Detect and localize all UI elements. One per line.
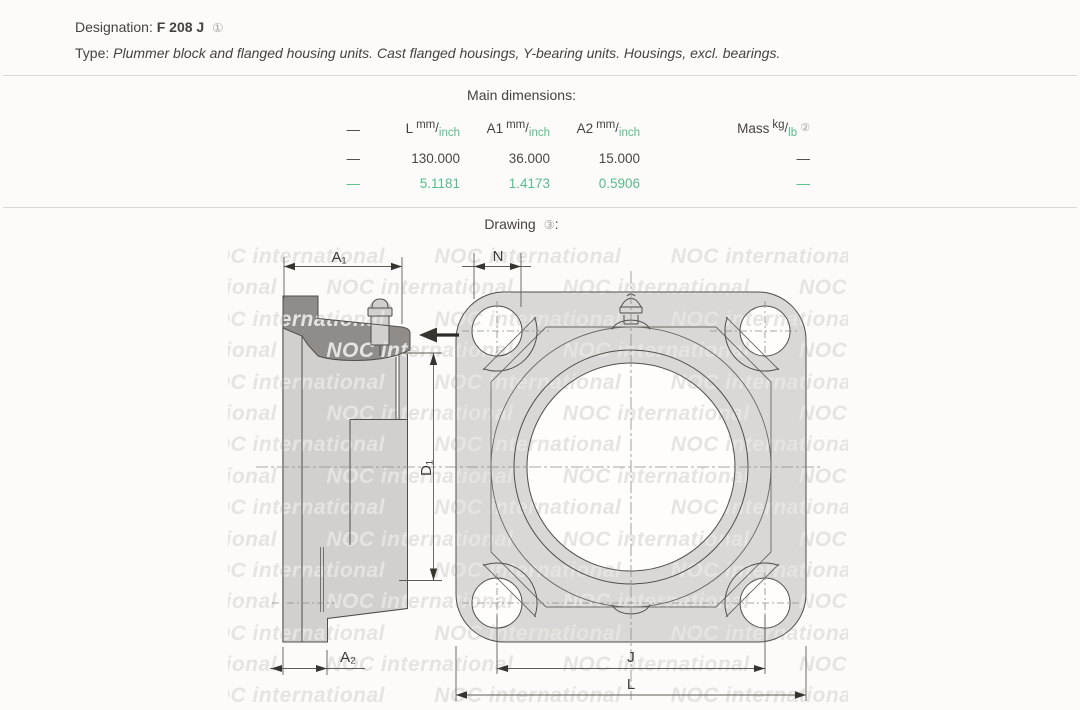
type-label: Type: bbox=[75, 45, 110, 61]
inch-value-A2: 0.5906 bbox=[598, 176, 640, 191]
svg-text:J: J bbox=[627, 649, 635, 666]
svg-text:A₂: A₂ bbox=[340, 649, 356, 666]
footnote-1-icon[interactable]: ① bbox=[212, 21, 224, 35]
svg-text:N: N bbox=[493, 248, 504, 265]
col-header-dash: — bbox=[346, 121, 361, 137]
designation-line: Designation: F 208 J ① bbox=[75, 19, 223, 35]
designation-label: Designation: bbox=[75, 19, 153, 35]
type-line: Type: Plummer block and flanged housing … bbox=[75, 45, 780, 61]
inch-value-mass: — bbox=[796, 176, 811, 191]
table-title: Main dimensions: bbox=[467, 87, 576, 103]
dimension-L: L bbox=[455, 646, 807, 701]
footnote-2-icon[interactable]: ② bbox=[800, 122, 810, 134]
grease-nipple-side-icon bbox=[367, 298, 393, 356]
divider-middle bbox=[3, 207, 1077, 208]
dimension-D1: D₁ bbox=[399, 352, 442, 581]
type-value: Plummer block and flanged housing units.… bbox=[113, 45, 781, 61]
inch-value-L: 5.1181 bbox=[419, 176, 460, 191]
section-view-arrow bbox=[419, 327, 459, 343]
centerlines bbox=[256, 271, 820, 700]
side-view-outline bbox=[282, 295, 411, 643]
svg-text:L: L bbox=[627, 676, 635, 693]
dimension-A2: A₂ bbox=[270, 647, 365, 675]
mm-value-A2: 15.000 bbox=[598, 151, 640, 166]
dimension-J: J bbox=[496, 615, 766, 674]
footnote-3-icon[interactable]: ③ bbox=[543, 218, 555, 232]
mm-row-dash: — bbox=[346, 151, 361, 166]
dimension-N: N bbox=[462, 248, 531, 307]
mm-value-A1: 36.000 bbox=[508, 151, 550, 166]
mm-value-L: 130.000 bbox=[411, 151, 460, 166]
inch-value-A1: 1.4173 bbox=[508, 176, 550, 191]
designation-value: F 208 J bbox=[156, 19, 205, 35]
side-view-fills bbox=[282, 296, 410, 642]
inch-row-dash: — bbox=[346, 176, 361, 191]
svg-text:D₁: D₁ bbox=[418, 460, 435, 476]
drawing-title: Drawing ③: bbox=[484, 216, 559, 232]
divider-top bbox=[3, 75, 1077, 76]
svg-text:A₁: A₁ bbox=[331, 249, 346, 266]
mm-value-mass: — bbox=[796, 151, 811, 166]
dimension-A1: A₁ bbox=[283, 249, 403, 324]
